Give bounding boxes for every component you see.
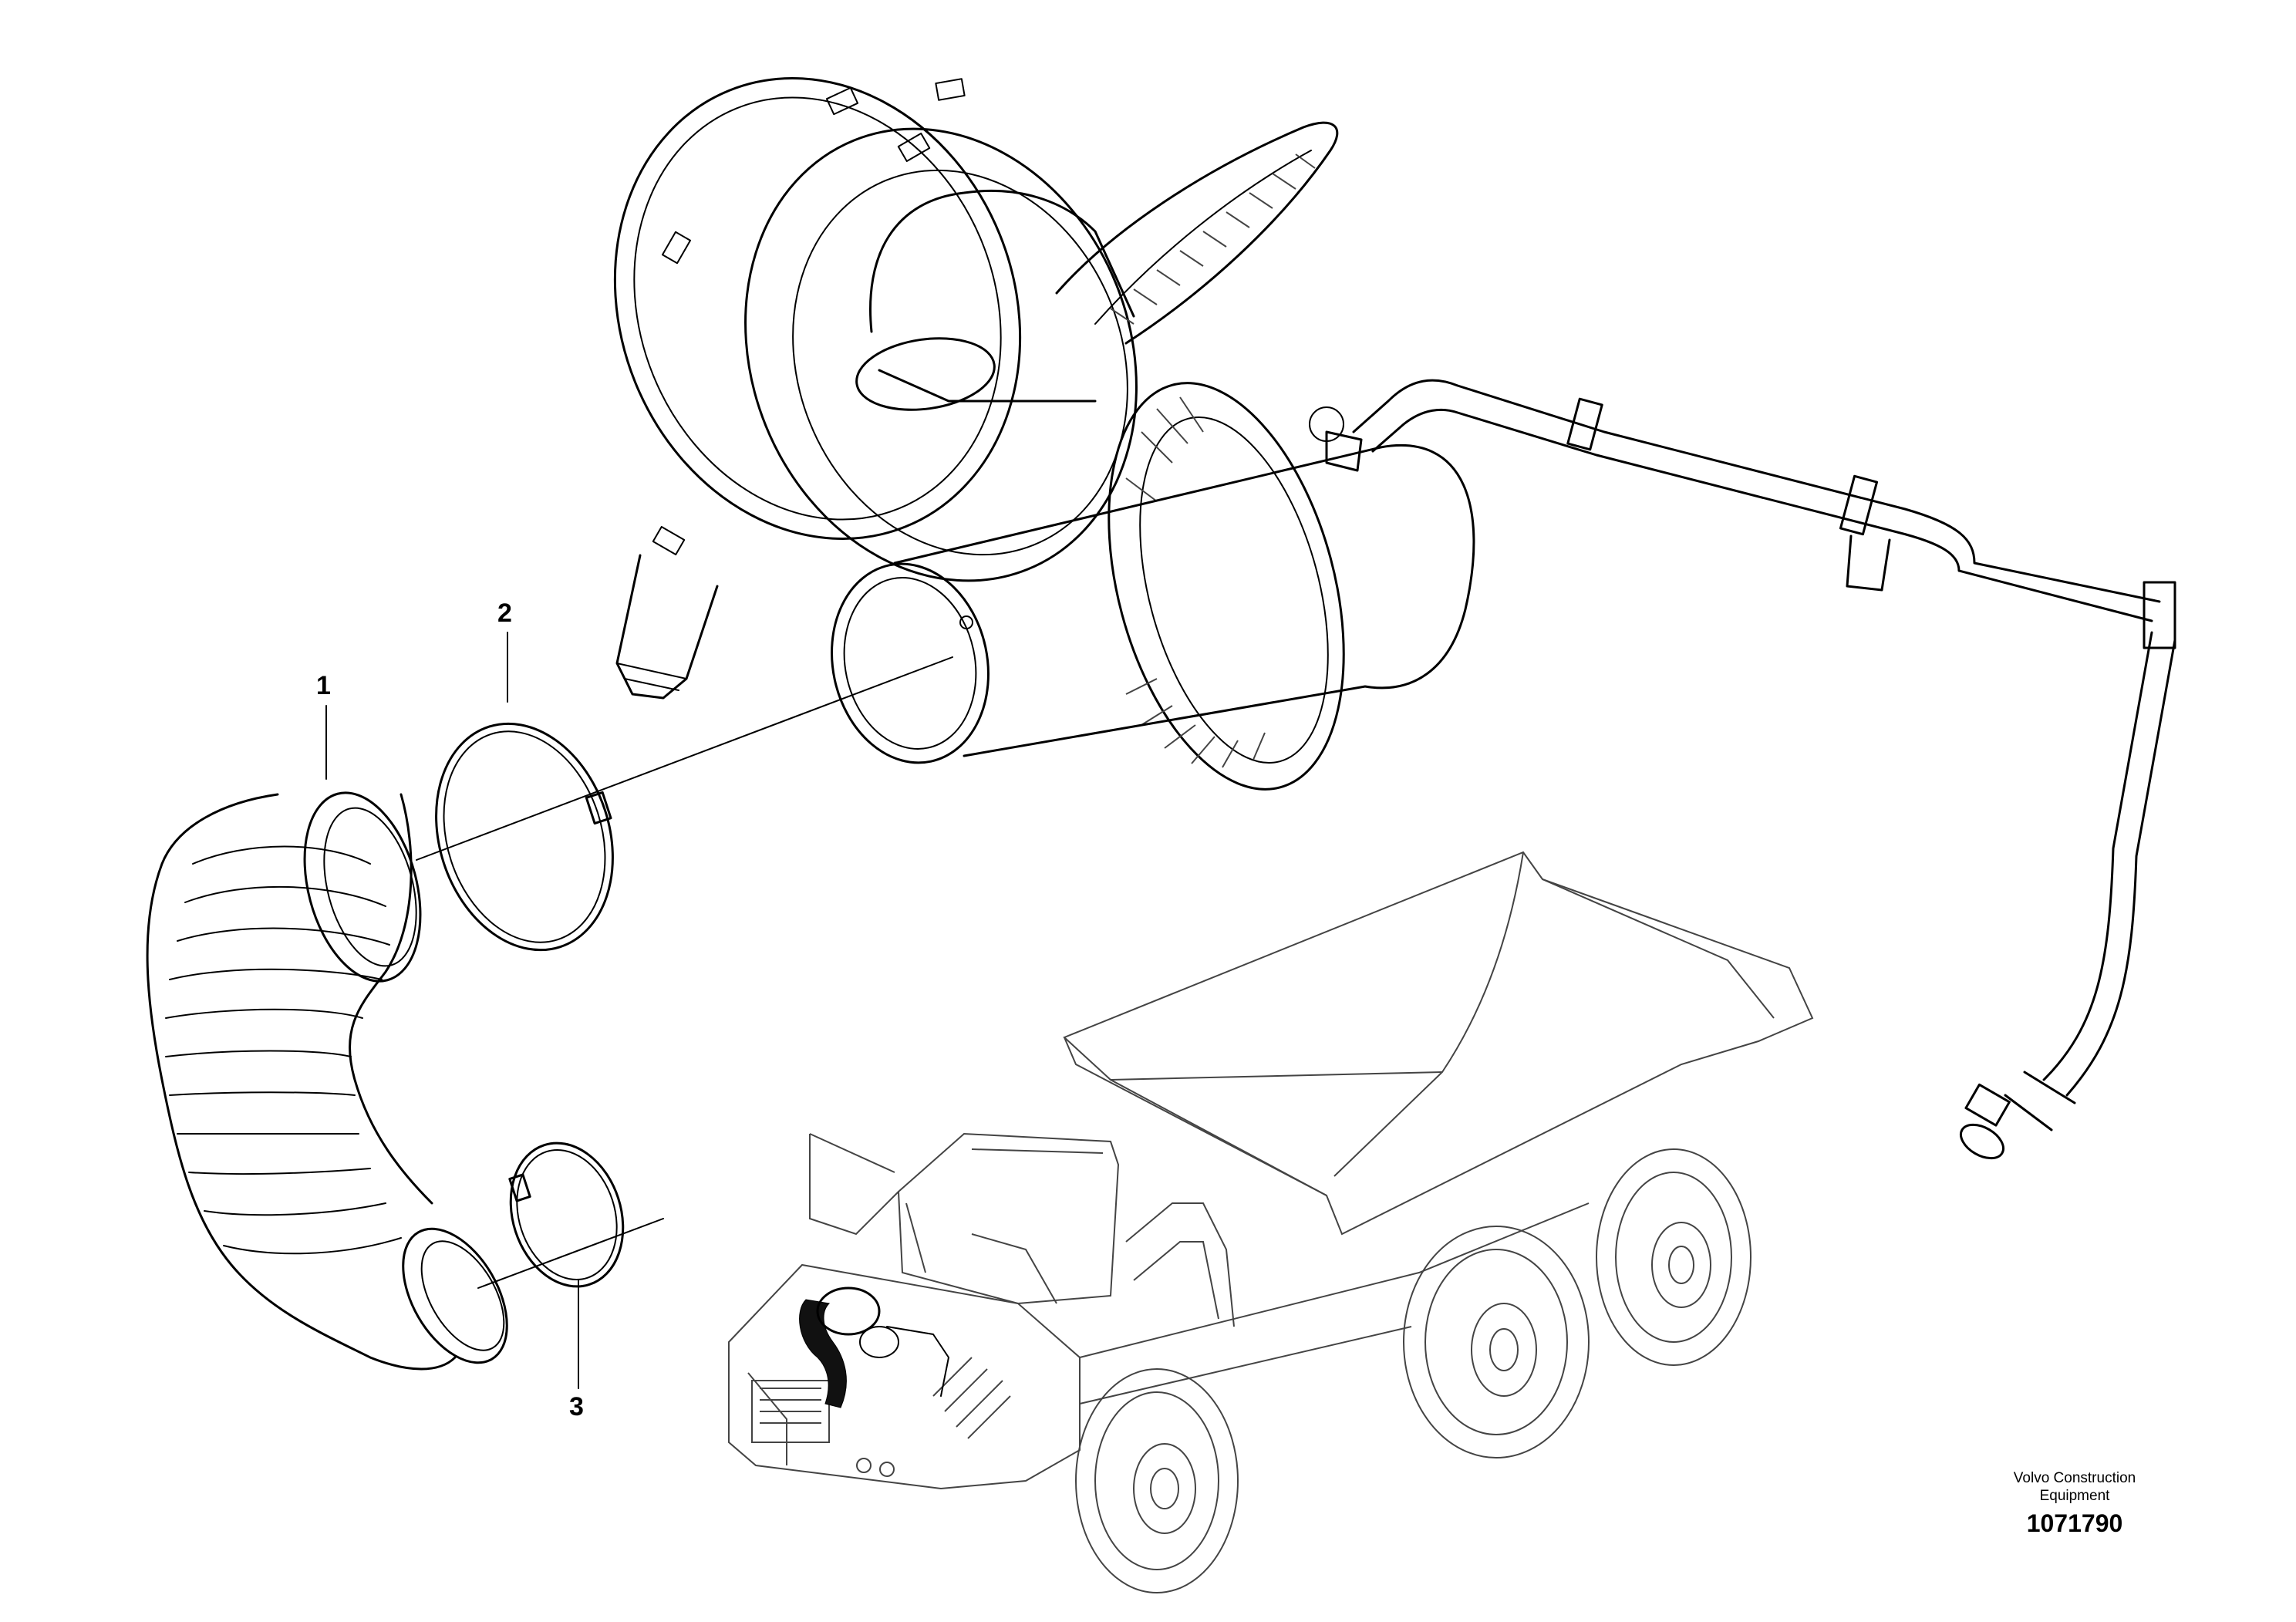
callout-item-3: 3 bbox=[569, 1392, 584, 1421]
drawing-number: 1071790 bbox=[2026, 1509, 2123, 1537]
callout-item-2: 2 bbox=[497, 599, 512, 628]
air-cleaner-assembly bbox=[613, 77, 1475, 791]
leader-lines bbox=[325, 632, 953, 1389]
breather-pipe bbox=[1309, 379, 2176, 1160]
hose-ribs bbox=[165, 845, 402, 1255]
brand-name-line2: Equipment bbox=[2039, 1488, 2110, 1504]
callout-item-1: 1 bbox=[316, 671, 331, 700]
cover-clips bbox=[652, 78, 966, 556]
intake-hose bbox=[146, 791, 508, 1371]
truck-wheels bbox=[1075, 1148, 1752, 1593]
dump-truck-overview bbox=[728, 851, 1814, 1593]
brand-name: Volvo Construction bbox=[2013, 1470, 2136, 1486]
title-block: Volvo Construction Equipment 1071790 bbox=[1974, 1469, 2175, 1538]
scoop-grille bbox=[1110, 153, 1316, 325]
hose-clamp-upper bbox=[435, 722, 614, 952]
hose-clamp-lower bbox=[508, 1141, 625, 1288]
